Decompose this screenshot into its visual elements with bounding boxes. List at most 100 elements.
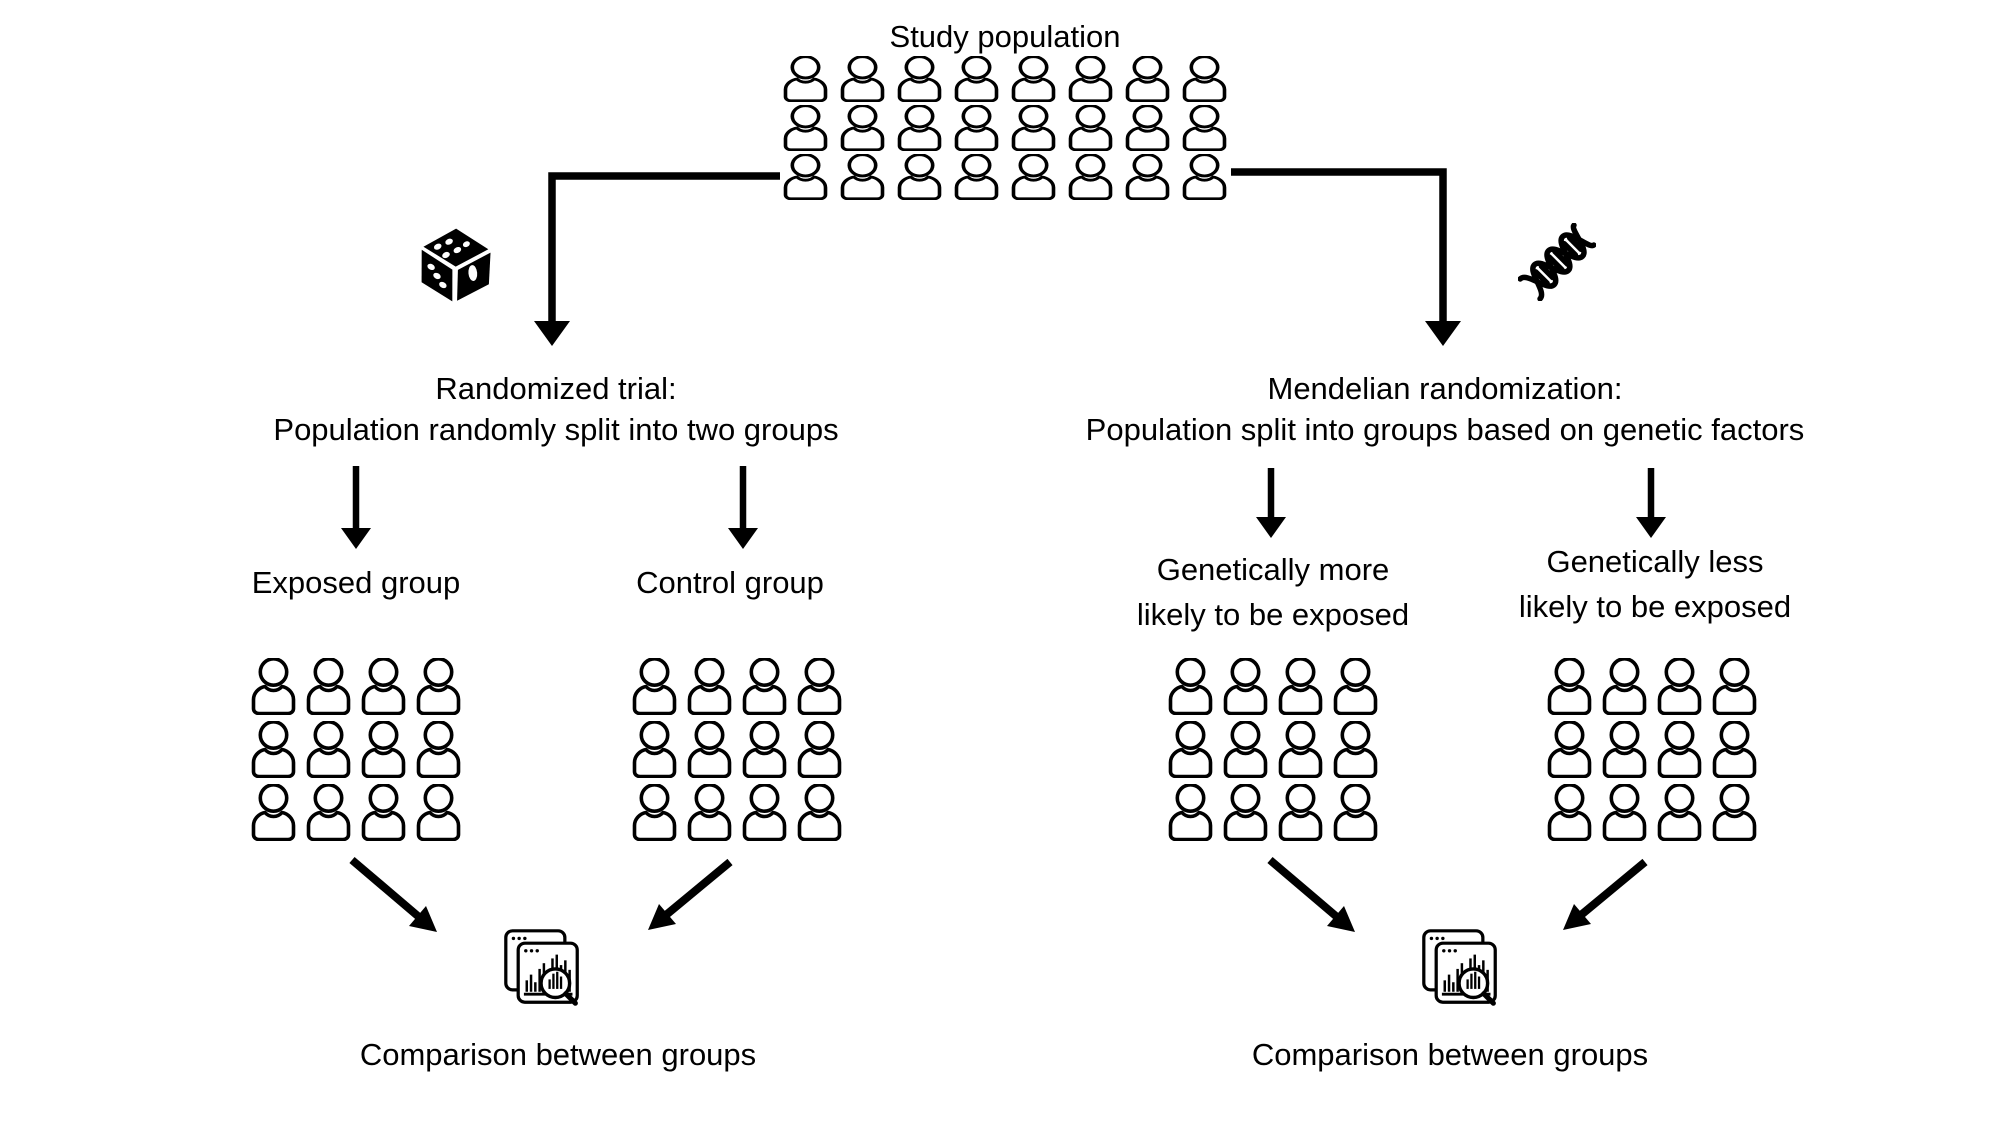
control-group-grid — [629, 658, 846, 841]
person-icon — [1275, 658, 1327, 715]
chart-magnifier-icon — [1420, 927, 1500, 1007]
person-icon — [794, 658, 846, 715]
person-icon — [739, 658, 791, 715]
person-icon — [1275, 784, 1327, 841]
comparison-label-right: Comparison between groups — [1251, 1037, 1649, 1072]
person-icon — [248, 784, 300, 841]
chart-magnifier-icon — [502, 927, 582, 1007]
person-icon — [951, 56, 1003, 102]
person-icon — [894, 56, 946, 102]
arrowhead-exposed-to-comparison — [409, 906, 437, 932]
genetically-less-label-line2: likely to be exposed — [1518, 589, 1792, 624]
arrowhead-genetically-more — [1256, 517, 1286, 538]
person-icon — [794, 784, 846, 841]
comparison-label-left: Comparison between groups — [359, 1037, 757, 1072]
person-icon — [1330, 784, 1382, 841]
arrowhead-less-to-comparison — [1563, 904, 1591, 930]
genetically-less-label: Genetically less likely to be exposed — [1519, 539, 1791, 629]
person-icon — [1122, 105, 1174, 151]
person-icon — [1330, 658, 1382, 715]
person-icon — [1709, 784, 1761, 841]
split-connector-right — [1231, 168, 1447, 323]
genetically-less-label-line1: Genetically less — [1546, 544, 1764, 579]
person-icon — [1165, 721, 1217, 778]
person-icon — [248, 721, 300, 778]
mendelian-randomization-heading-line2: Population split into groups based on ge… — [1085, 412, 1805, 447]
person-icon — [794, 721, 846, 778]
person-icon — [1275, 721, 1327, 778]
arrowhead-control-group — [728, 528, 758, 549]
person-icon — [837, 154, 889, 200]
person-icon — [1599, 721, 1651, 778]
person-icon — [1544, 721, 1596, 778]
genetically-more-grid — [1165, 658, 1382, 841]
arrowhead-left-branch — [534, 321, 570, 346]
person-icon — [629, 721, 681, 778]
person-icon — [739, 784, 791, 841]
person-icon — [1179, 56, 1231, 102]
person-icon — [1179, 154, 1231, 200]
person-icon — [1599, 784, 1651, 841]
randomized-trial-heading-line1: Randomized trial: — [435, 371, 677, 406]
randomized-trial-heading: Randomized trial: Population randomly sp… — [273, 368, 838, 450]
study-population-grid — [780, 56, 1231, 200]
person-icon — [303, 721, 355, 778]
person-icon — [1122, 154, 1174, 200]
person-icon — [894, 105, 946, 151]
person-icon — [1065, 154, 1117, 200]
person-icon — [894, 154, 946, 200]
person-icon — [1179, 105, 1231, 151]
person-icon — [684, 721, 736, 778]
genetically-more-label-line2: likely to be exposed — [1136, 597, 1410, 632]
person-icon — [629, 784, 681, 841]
person-icon — [739, 721, 791, 778]
person-icon — [1544, 658, 1596, 715]
split-connector-left — [548, 172, 780, 323]
person-icon — [951, 154, 1003, 200]
person-icon — [1709, 658, 1761, 715]
person-icon — [684, 784, 736, 841]
genetically-less-grid — [1544, 658, 1761, 841]
person-icon — [1065, 105, 1117, 151]
exposed-group-grid — [248, 658, 465, 841]
person-icon — [1220, 658, 1272, 715]
person-icon — [1122, 56, 1174, 102]
person-icon — [1220, 784, 1272, 841]
person-icon — [951, 105, 1003, 151]
genetically-more-label: Genetically more likely to be exposed — [1137, 547, 1409, 637]
diagonal-exposed-to-comparison — [349, 856, 422, 921]
person-icon — [1165, 658, 1217, 715]
dna-icon — [1518, 223, 1596, 301]
person-icon — [1008, 56, 1060, 102]
person-icon — [1008, 105, 1060, 151]
study-population-title: Study population — [889, 19, 1121, 54]
person-icon — [358, 721, 410, 778]
arrowhead-more-to-comparison — [1327, 906, 1355, 932]
person-icon — [413, 658, 465, 715]
person-icon — [1544, 784, 1596, 841]
person-icon — [837, 105, 889, 151]
arrowhead-exposed-group — [341, 528, 371, 549]
person-icon — [1654, 658, 1706, 715]
exposed-group-label: Exposed group — [251, 565, 461, 600]
dice-icon — [421, 228, 491, 302]
arrowhead-genetically-less — [1636, 517, 1666, 538]
control-group-label: Control group — [636, 565, 824, 600]
person-icon — [837, 56, 889, 102]
diagonal-control-to-comparison — [663, 858, 733, 919]
arrowhead-control-to-comparison — [648, 904, 676, 930]
person-icon — [358, 784, 410, 841]
person-icon — [1330, 721, 1382, 778]
mendelian-randomization-heading: Mendelian randomization: Population spli… — [1086, 368, 1805, 450]
person-icon — [1165, 784, 1217, 841]
arrowhead-right-branch — [1425, 321, 1461, 346]
person-icon — [780, 105, 832, 151]
person-icon — [1008, 154, 1060, 200]
person-icon — [1220, 721, 1272, 778]
diagonal-less-to-comparison — [1578, 858, 1648, 919]
person-icon — [413, 721, 465, 778]
person-icon — [780, 154, 832, 200]
person-icon — [1065, 56, 1117, 102]
genetically-more-label-line1: Genetically more — [1156, 552, 1390, 587]
